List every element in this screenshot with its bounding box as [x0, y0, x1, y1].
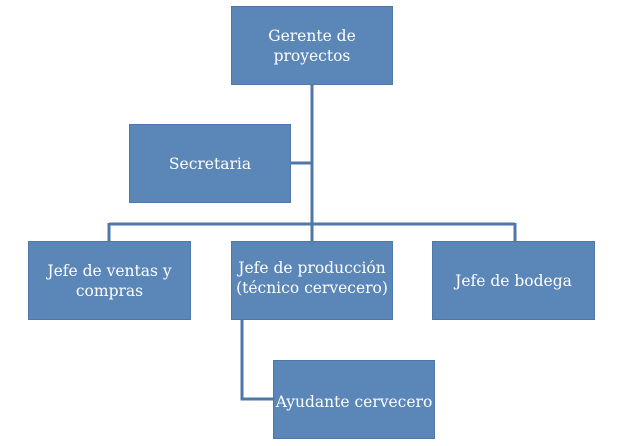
- node-secretaria: Secretaria: [129, 124, 291, 203]
- node-produccion-label: Jefe de producción (técnico cervecero): [236, 258, 388, 297]
- node-bodega-label: Jefe de bodega: [455, 271, 572, 290]
- node-secretaria-label: Secretaria: [168, 154, 252, 173]
- node-jefe-de-bodega: Jefe de bodega: [432, 241, 595, 320]
- node-ventas-label: Jefe de ventas y compras: [47, 261, 172, 300]
- node-ayudante-cervecero: Ayudante cervecero: [273, 360, 435, 439]
- node-gerente-de-proyectos: Gerente de proyectos: [231, 6, 393, 85]
- node-jefe-de-produccion: Jefe de producción (técnico cervecero): [231, 241, 393, 320]
- connector-ayudante: [240, 320, 273, 401]
- node-jefe-de-ventas: Jefe de ventas y compras: [28, 241, 191, 320]
- node-ayudante-label: Ayudante cervecero: [275, 392, 433, 411]
- node-gerente-label: Gerente de proyectos: [268, 26, 356, 65]
